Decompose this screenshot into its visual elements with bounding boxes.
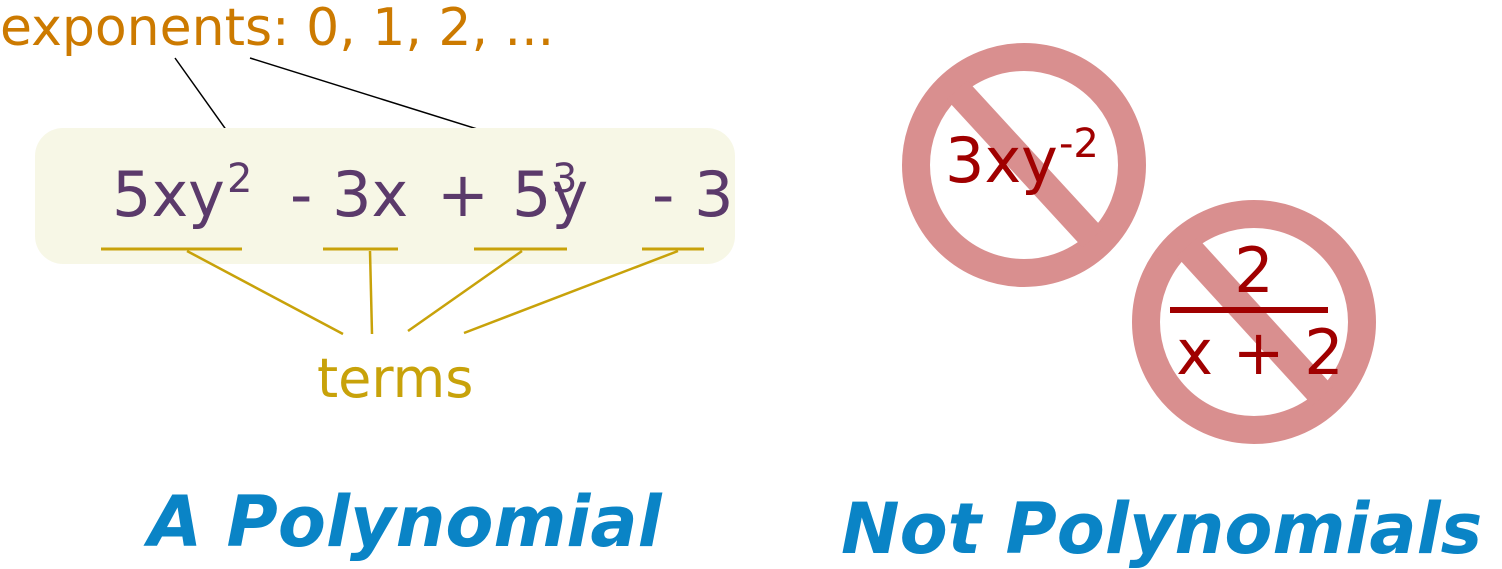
no-sign-2-ring: [1132, 200, 1376, 444]
terms-label: terms: [317, 347, 473, 410]
caption-not-polynomials: Not Polynomials: [841, 488, 1482, 569]
non-polynomial-2-numerator: 2: [1234, 234, 1273, 307]
terms-pointer-2: [368, 250, 374, 335]
term-3-base: 5y: [512, 158, 588, 231]
exponents-label: exponents: 0, 1, 2, ...: [0, 0, 554, 58]
terms-pointer-1: [186, 249, 344, 336]
term-2: - 3x: [290, 158, 408, 231]
no-sign-1-slash: [946, 80, 1104, 248]
polynomial-box: [35, 128, 735, 264]
terms-pointer-4: [463, 249, 679, 335]
no-sign-1: [902, 43, 1146, 287]
term-1-base: 5xy: [112, 158, 225, 231]
term-4: - 3: [652, 158, 734, 231]
term-1-exponent: 2: [227, 156, 252, 202]
plus-sign: +: [437, 158, 489, 231]
no-sign-1-ring: [902, 43, 1146, 287]
term-3-exponent: 3: [552, 156, 577, 202]
caption-polynomial: A Polynomial: [143, 481, 663, 563]
non-polynomial-2-denominator: x + 2: [1176, 316, 1344, 389]
non-polynomial-1-exponent: -2: [1059, 121, 1099, 167]
terms-pointer-3: [407, 249, 523, 333]
no-sign-2-slash: [1176, 237, 1334, 406]
exponent-pointer-1: [174, 57, 233, 139]
no-sign-2: [1132, 200, 1376, 444]
non-polynomial-1-base: 3xy: [945, 124, 1058, 197]
